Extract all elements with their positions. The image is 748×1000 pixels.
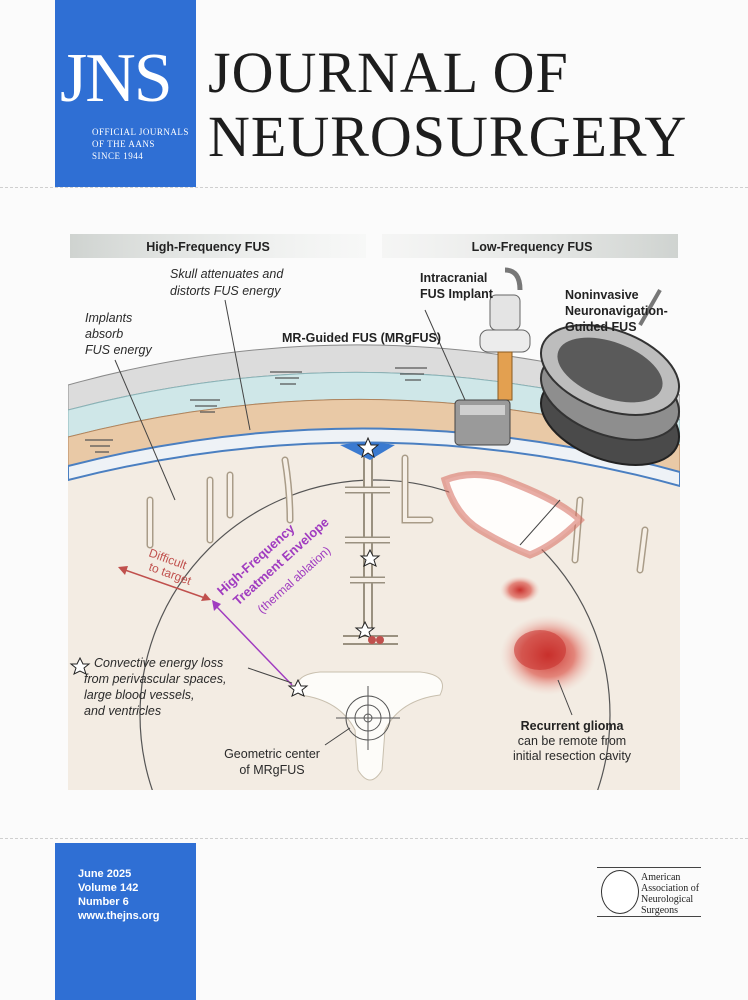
- banner-high-frequency: High-Frequency FUS: [146, 240, 270, 254]
- issue-date: June 2025: [78, 868, 132, 880]
- logo-subtitle-line-2: OF THE AANS: [92, 139, 155, 149]
- implant-label-2: FUS Implant: [420, 287, 494, 301]
- red-cells: [368, 636, 376, 644]
- banner-left-bg: [70, 234, 366, 258]
- jns-logo: JNS: [60, 40, 173, 117]
- noninvasive-device-icon: [539, 289, 681, 466]
- implants-label-2: absorb: [85, 327, 123, 341]
- convective-label-2: from perivascular spaces,: [84, 672, 226, 686]
- glioma-sub-1: can be remote from: [518, 734, 626, 748]
- ventricle: [297, 671, 443, 781]
- convective-label-1: Convective energy loss: [94, 656, 223, 670]
- noninvasive-label-2: Neuronavigation-: [565, 304, 668, 318]
- aans-emblem-icon: [601, 870, 639, 914]
- resection-cavity: [440, 471, 585, 559]
- convective-label-4: and ventricles: [84, 704, 161, 718]
- logo-subtitle-line-3: SINCE 1944: [92, 151, 144, 161]
- glioma-blob-small: [500, 576, 540, 604]
- aans-line-1: American: [641, 872, 681, 883]
- center-label-1: Geometric center: [224, 747, 320, 761]
- noninvasive-label-3: Guided FUS: [565, 320, 637, 334]
- aans-line-4: Surgeons: [641, 905, 679, 916]
- issue-volume: Volume 142: [78, 882, 139, 894]
- skull-label-1: Skull attenuates and: [170, 267, 284, 281]
- envelope-arrow: [214, 604, 293, 686]
- center-label-2: of MRgFUS: [239, 763, 304, 777]
- convective-label-3: large blood vessels,: [84, 688, 194, 702]
- implant-label-1: Intracranial: [420, 271, 487, 285]
- top-divider: [0, 187, 748, 188]
- logo-subtitle-line-1: OFFICIAL JOURNALS: [92, 127, 189, 137]
- aans-line-3: Neurological: [641, 894, 694, 905]
- journal-url[interactable]: www.thejns.org: [78, 910, 160, 922]
- star-icons: [69, 436, 381, 697]
- aans-line-2: Association of: [641, 883, 700, 894]
- hifu-transducer-elements: [85, 367, 427, 453]
- glioma-sub-2: initial resection cavity: [513, 749, 632, 763]
- leader-lines: [114, 299, 573, 746]
- bottom-divider: [0, 838, 748, 839]
- banner-right-bg: [382, 234, 678, 258]
- skull-label-2: distorts FUS energy: [170, 284, 281, 298]
- implants-label-3: FUS energy: [85, 343, 152, 357]
- mrgfus-label: MR-Guided FUS (MRgFUS): [282, 331, 441, 345]
- glioma-title: Recurrent glioma: [521, 719, 625, 733]
- difficult-arrow: [124, 569, 206, 599]
- dura-layer: [68, 427, 680, 488]
- intracranial-implant-icon: [454, 267, 531, 446]
- envelope-circle: [139, 479, 611, 790]
- issue-blue-panel: [55, 843, 196, 1000]
- journal-title-line-1: JOURNAL OF: [208, 40, 569, 105]
- aans-logo: [597, 867, 701, 917]
- geometric-center-crosshair: [336, 686, 400, 750]
- cover-illustration: High-Frequency FUS Low-Frequency FUS: [68, 234, 681, 790]
- implants-label-1: Implants: [85, 311, 132, 325]
- journal-title-line-2: NEUROSURGERY: [208, 104, 688, 169]
- noninvasive-label-1: Noninvasive: [565, 288, 639, 302]
- banner-low-frequency: Low-Frequency FUS: [472, 240, 593, 254]
- masthead-blue-panel: [55, 0, 196, 187]
- issue-number: Number 6: [78, 896, 129, 908]
